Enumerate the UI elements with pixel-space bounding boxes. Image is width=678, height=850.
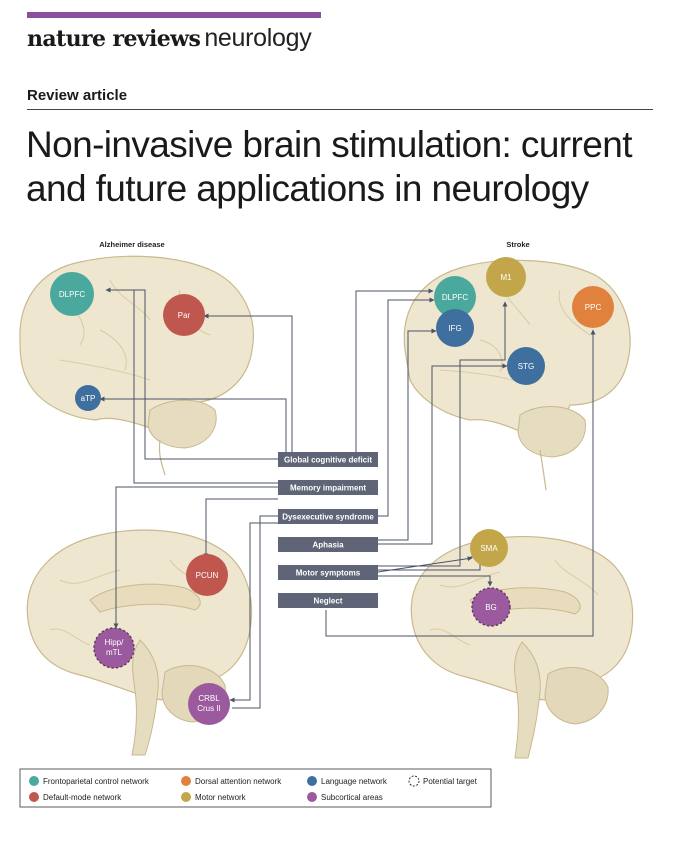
node-dlpfc-stroke (434, 276, 476, 318)
node-label-atp: aTP (81, 394, 96, 403)
node-label-dlpfc-alzheimer: DLPFC (59, 290, 85, 299)
link-mi-dlpfc (133, 290, 278, 484)
link-neg-ppc (325, 329, 596, 637)
legend-swatch-default-mode (29, 792, 39, 802)
node-m1 (486, 257, 526, 297)
legend-label-subcortical: Subcortical areas (321, 793, 383, 802)
legend-swatch-dorsal-attention (181, 776, 191, 786)
legend-label-potential: Potential target (423, 777, 478, 786)
node-atp (75, 385, 101, 411)
legend-swatch-subcortical (307, 792, 317, 802)
journal-field: neurology (204, 24, 312, 52)
node-label-hipp-2: mTL (106, 648, 123, 657)
legend-label-frontoparietal: Frontoparietal control network (43, 777, 150, 786)
article-title: Non-invasive brain stimulation: current … (26, 124, 632, 209)
node-bg (471, 587, 511, 627)
legend: Frontoparietal control network Dorsal at… (19, 768, 492, 808)
node-label-dlpfc-stroke: DLPFC (442, 293, 468, 302)
journal-name: nature reviews (27, 26, 201, 52)
symptom-box-global-cognitive-deficit: Global cognitive deficit (278, 452, 378, 467)
symptom-label-motor-symptoms: Motor symptoms (296, 569, 361, 578)
legend-swatch-language (307, 776, 317, 786)
connector-lines (99, 287, 596, 709)
node-pcun (186, 554, 228, 596)
link-gcd-dlpfc (105, 287, 278, 460)
node-hipp (93, 627, 135, 669)
node-label-stg: STG (518, 362, 534, 371)
link-aph-stg (378, 363, 508, 545)
node-label-pcun: PCUN (196, 571, 219, 580)
legend-label-motor: Motor network (195, 793, 247, 802)
symptom-label-dysexecutive-syndrome: Dysexecutive syndrome (282, 513, 374, 522)
node-crbl (188, 683, 230, 725)
panel-label-alzheimer: Alzheimer disease (99, 240, 164, 249)
link-ms-sma2 (377, 556, 473, 573)
link-ds-pcun (203, 498, 278, 559)
link-ds-dlpfc (378, 297, 435, 517)
legend-swatch-potential (408, 775, 420, 787)
link-mi-hipp (113, 486, 278, 629)
link-ds-crbl2 (232, 515, 278, 709)
link-ds-crbl (229, 522, 278, 703)
node-label-sma: SMA (480, 544, 498, 553)
symptom-box-aphasia: Aphasia (278, 537, 378, 552)
legend-label-default-mode: Default-mode network (43, 793, 122, 802)
symptom-box-memory-impairment: Memory impairment (278, 480, 378, 495)
link-gcd-atp (99, 396, 287, 452)
link-ms-m1 (378, 301, 508, 567)
node-par (163, 294, 205, 336)
symptom-label-global-cognitive-deficit: Global cognitive deficit (284, 456, 372, 465)
link-gcd-par (203, 313, 293, 452)
legend-swatch-frontoparietal (29, 776, 39, 786)
node-label-crbl-1: CRBL (198, 694, 220, 703)
node-label-hipp-1: Hipp/ (105, 638, 124, 647)
symptom-box-dysexecutive-syndrome: Dysexecutive syndrome (278, 509, 378, 524)
node-ppc (572, 286, 614, 328)
node-label-ifg: IFG (448, 324, 461, 333)
brain-medial-stroke (410, 536, 634, 759)
node-sma (470, 529, 508, 567)
node-label-crbl-2: Crus II (197, 704, 221, 713)
node-label-bg: BG (485, 603, 497, 612)
legend-label-dorsal-attention: Dorsal attention network (195, 777, 282, 786)
symptom-box-motor-symptoms: Motor symptoms (278, 565, 378, 580)
article-type: Review article (27, 87, 128, 104)
node-stg (507, 347, 545, 385)
symptom-label-aphasia: Aphasia (312, 541, 344, 550)
legend-swatch-motor (181, 792, 191, 802)
node-ifg (436, 309, 474, 347)
node-dlpfc-alzheimer (50, 272, 94, 316)
legend-label-language: Language network (321, 777, 388, 786)
node-label-par: Par (178, 311, 191, 320)
symptom-box-neglect: Neglect (278, 593, 378, 608)
node-label-ppc: PPC (585, 303, 602, 312)
link-aph-ifg (378, 328, 437, 541)
symptom-label-neglect: Neglect (314, 597, 343, 606)
header-divider (27, 109, 653, 110)
panel-label-stroke: Stroke (506, 240, 529, 249)
link-ms-bg (378, 575, 493, 587)
journal-color-bar (27, 12, 321, 18)
symptom-label-memory-impairment: Memory impairment (290, 484, 366, 493)
node-label-m1: M1 (500, 273, 512, 282)
